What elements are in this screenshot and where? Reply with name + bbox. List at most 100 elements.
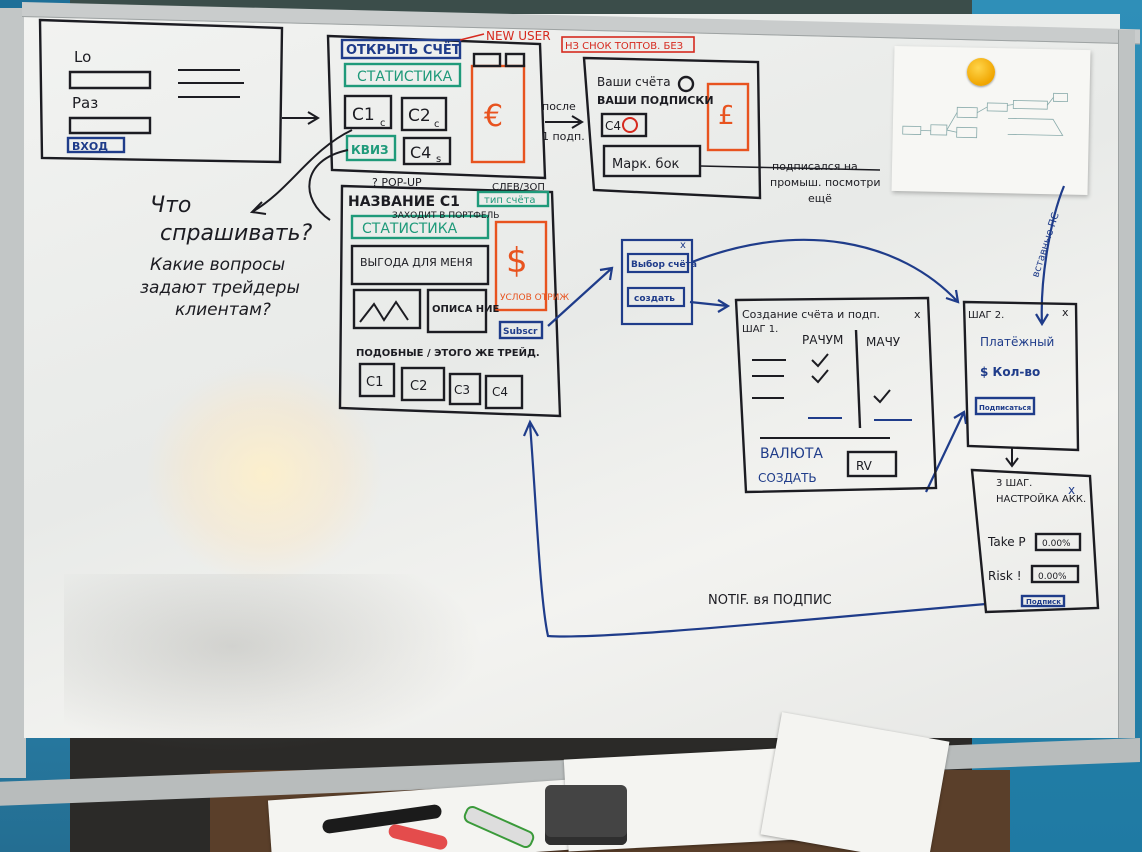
choose-create-button: создать xyxy=(634,294,675,304)
remove-sub-icon xyxy=(622,117,638,133)
risk-value: 0.00% xyxy=(1038,572,1067,582)
question-line-3: Какие вопросы xyxy=(150,255,285,275)
wireframe-login xyxy=(38,18,284,164)
new-user-note: NEW USER xyxy=(486,29,551,43)
take-profit-label: Take P xyxy=(987,535,1026,549)
wireframe-accounts xyxy=(582,56,881,200)
payment-close-icon: x xyxy=(1062,306,1069,319)
your-accounts-label: Ваши счёта xyxy=(597,75,671,89)
quiz-label: КВИЗ xyxy=(351,143,389,157)
create-button: СОЗДАТЬ xyxy=(758,471,817,485)
wireframe-create xyxy=(734,296,938,494)
arrow-main-to-accounts xyxy=(545,115,584,129)
create-currency-label: ВАЛЮТА xyxy=(760,446,823,462)
open-account-label: ОТКРЫТЬ СЧЁТ xyxy=(346,42,461,58)
payment-subscribe-button: Подписаться xyxy=(979,404,1031,412)
similar-c3: С3 xyxy=(454,383,470,397)
arrow-quiz-to-detail xyxy=(308,149,349,221)
settings-close-icon: x xyxy=(1068,483,1075,497)
sticky-note-diagram xyxy=(902,92,1068,139)
accounts-c4-label: C4 xyxy=(605,119,621,133)
question-line-2: спрашивать? xyxy=(160,221,313,246)
similar-c1: С1 xyxy=(366,375,383,390)
type-badge: тип счёта xyxy=(484,195,536,206)
sticky-note xyxy=(891,45,1091,196)
c4-label: C4 xyxy=(410,143,431,162)
new-user-arrow xyxy=(459,33,485,41)
create-col-b: МАЧУ xyxy=(866,335,901,349)
whiteboard-eraser xyxy=(545,785,627,845)
settings-step: 3 ШАГ. xyxy=(996,478,1032,489)
c4-sub: s xyxy=(436,154,441,165)
similar-c4: С4 xyxy=(492,385,508,399)
reg-label: Раз xyxy=(72,94,98,112)
choose-close-icon: x xyxy=(680,240,686,251)
reflection-shadow xyxy=(64,574,484,754)
create-close-icon: x xyxy=(914,308,921,321)
payment-step: ШАГ 2. xyxy=(968,310,1004,321)
question-line-4: задают трейдеры xyxy=(140,278,300,298)
window-reflection xyxy=(144,364,384,584)
c2-sub: c xyxy=(434,119,440,130)
create-col-a: РАЧУМ xyxy=(802,333,843,347)
arrow-login-to-main xyxy=(282,111,320,125)
risk-label: Risk ! xyxy=(988,569,1022,583)
dollar-symbol: $ xyxy=(506,241,528,281)
c1-label: C1 xyxy=(352,105,375,125)
blue-flow-arrows xyxy=(522,185,1066,638)
create-currency-value: RV xyxy=(856,459,873,473)
notification-note: NOTIF. вя ПОДПИС xyxy=(708,593,832,608)
payment-label: Платёжный xyxy=(980,335,1054,349)
wireframe-strategy xyxy=(338,184,562,418)
main-statistics-label: СТАТИСТИКА xyxy=(357,69,453,85)
description-label: ОПИСА НИЕ xyxy=(432,304,500,315)
create-title: Создание счёта и подп. xyxy=(742,308,880,321)
board-frame-left xyxy=(0,8,26,778)
wireframe-main xyxy=(326,34,547,180)
amount-label: $ Кол-во xyxy=(980,365,1040,379)
your-subs-label: ВАШИ ПОДПИСКИ xyxy=(597,94,714,107)
take-profit-value: 0.00% xyxy=(1042,539,1071,549)
pound-symbol: £ xyxy=(718,101,735,131)
strategy-subtitle: ЗАХОДИТ В ПОРТФЕЛЬ xyxy=(392,211,500,221)
wireframe-settings xyxy=(970,468,1100,614)
euro-symbol: € xyxy=(484,99,503,134)
after-note: после xyxy=(542,100,576,113)
question-note: Что спрашивать? Какие вопросы задают тре… xyxy=(140,193,313,320)
arrow-step2-to-step3 xyxy=(1005,448,1019,468)
question-line-1: Что xyxy=(150,193,191,218)
similar-c2: С2 xyxy=(410,379,427,394)
choose-account-button: Выбор счёта xyxy=(631,259,697,270)
subscribed-note-1: подписался на xyxy=(772,160,858,173)
c2-label: C2 xyxy=(408,106,431,126)
wireframe-payment xyxy=(962,300,1080,452)
c1-sub: c xyxy=(380,118,386,129)
enter-button: ВХОД xyxy=(72,140,108,153)
settings-subscribe-button: Подписк xyxy=(1026,598,1061,606)
subscribe-button: Subscr xyxy=(503,327,538,337)
hz-note-box xyxy=(561,36,695,53)
board-frame-right xyxy=(1118,30,1135,738)
conditions-label: УСЛОВ ОТРИЖ xyxy=(500,293,569,303)
market-label: Марк. бок xyxy=(612,157,680,172)
login-label: Lo xyxy=(74,48,91,66)
question-line-5: клиентам? xyxy=(175,300,271,320)
arrow-quiz-to-question xyxy=(249,129,353,215)
create-step: ШАГ 1. xyxy=(742,324,778,335)
benefit-label: ВЫГОДА ДЛЯ МЕНЯ xyxy=(360,256,473,269)
strategy-title: НАЗВАНИЕ С1 xyxy=(348,194,460,210)
board-surface xyxy=(24,14,1120,754)
payment-side-note: вставные ПС xyxy=(1030,211,1061,279)
subscribed-note-3: ещё xyxy=(808,192,832,205)
close-note: СЛЕВ/ЗОП xyxy=(492,182,545,193)
wireframe-choose xyxy=(620,238,694,326)
strategy-statistics: СТАТИСТИКА xyxy=(362,221,458,237)
magnet xyxy=(967,58,995,86)
popup-note: ? POP-UP xyxy=(372,176,422,189)
first-sub-note: 1 подп. xyxy=(542,130,585,143)
subscribed-note-2: промыш. посмотри xyxy=(770,176,880,189)
hz-note: НЗ СНОК ТОПТОВ. БЕЗ xyxy=(565,41,683,52)
